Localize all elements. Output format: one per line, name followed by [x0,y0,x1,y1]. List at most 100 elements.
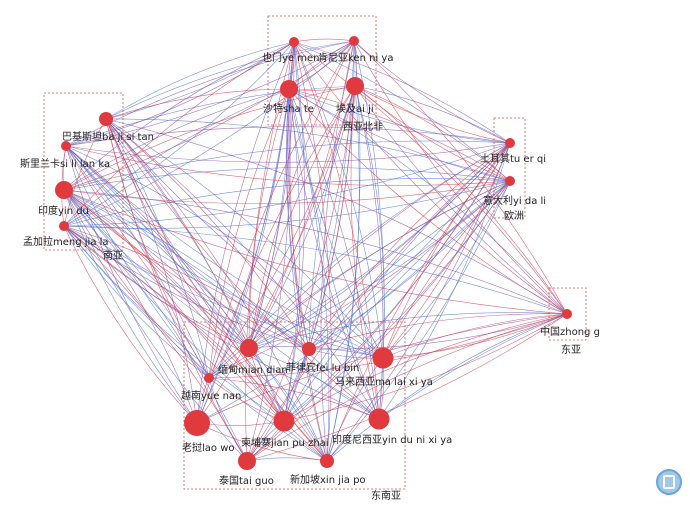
node-indonesia[interactable] [368,408,390,430]
edge [246,88,291,462]
node-pakistan[interactable] [99,112,113,126]
node-label-philippines: 菲律宾fei lu bin [286,361,359,374]
edge [63,167,511,191]
edge [105,118,248,462]
edge [320,40,355,462]
edge [63,140,511,191]
edge [196,180,511,424]
edge [105,118,310,350]
group-box-southeast-asia [183,321,406,490]
edge [248,347,380,420]
node-label-yemen: 也门ye men [262,51,319,64]
edge [326,180,511,462]
edge [63,189,210,379]
edge [283,313,568,422]
edge [283,313,568,422]
node-myanmar[interactable] [240,339,258,357]
edge [382,180,511,359]
edge [65,145,310,350]
node-philippines[interactable] [302,342,316,356]
node-turkey[interactable] [505,138,515,148]
node-label-cambodia: 柬埔寨jian pu zhai [241,436,329,449]
node-malaysia[interactable] [372,347,394,369]
edge [283,142,511,422]
node-kenya[interactable] [349,36,359,46]
edge [63,225,198,424]
edge [65,126,511,147]
node-label-saudi: 沙特sha te [263,103,314,115]
edge [63,189,310,350]
edge [326,357,384,462]
watermark-logo-icon [656,469,682,495]
node-laos[interactable] [184,410,210,436]
edge [63,225,310,350]
edge [293,41,511,144]
edge [208,377,248,462]
node-srilanka[interactable] [61,141,71,151]
edge [354,85,511,144]
edge [308,313,568,350]
edge [248,180,511,349]
edge [105,41,295,120]
node-label-singapore: 新加坡xin jia po [290,473,366,486]
edge [378,313,568,420]
node-yemen[interactable] [289,37,299,47]
edge [308,142,511,350]
edge [288,88,511,182]
node-label-china: 中国zhong g [540,325,600,338]
edge [105,88,290,120]
group-box-south-asia [43,92,124,251]
edge [382,313,568,359]
node-thailand[interactable] [238,452,256,470]
edge [65,145,210,379]
edge [63,40,355,191]
edge [63,225,380,420]
edge [354,85,568,315]
node-singapore[interactable] [320,454,334,468]
edge [63,41,295,227]
edge [246,85,356,462]
edge [65,145,250,349]
edge [354,85,384,420]
edge [105,118,328,462]
edge [63,225,328,462]
node-india[interactable] [55,181,73,199]
edge [350,85,380,420]
node-china[interactable] [562,309,572,319]
node-label-kenya: 肯尼亚ken ni ya [318,51,393,64]
edge [65,145,380,420]
edge [63,225,384,359]
node-label-egypt: 埃及ai ji [336,102,374,115]
edge [293,41,511,182]
node-egypt[interactable] [346,77,364,95]
node-bangladesh[interactable] [59,221,69,231]
edge [65,145,384,359]
edge [63,189,310,350]
edge [65,145,384,359]
edge [354,85,511,144]
group-label-southeast-asia: 东南亚 [371,489,401,502]
edge [105,118,380,420]
edge [105,118,568,315]
node-saudi[interactable] [280,80,298,98]
edge [286,88,328,462]
node-label-vietnam: 越南yue nan [181,389,241,402]
edge [248,85,356,349]
edge [63,225,210,379]
group-box-europe [493,117,526,219]
edge [105,40,355,120]
edge [63,189,248,462]
node-vietnam[interactable] [204,373,214,383]
edge [382,180,511,359]
edge [63,189,198,424]
group-box-layer [43,15,587,490]
edge [248,88,290,349]
node-cambodia[interactable] [273,410,295,432]
edge [326,313,568,462]
edge [293,38,355,43]
edge [208,85,356,379]
edge [283,41,305,422]
node-italy[interactable] [505,176,515,186]
edge [293,41,332,462]
